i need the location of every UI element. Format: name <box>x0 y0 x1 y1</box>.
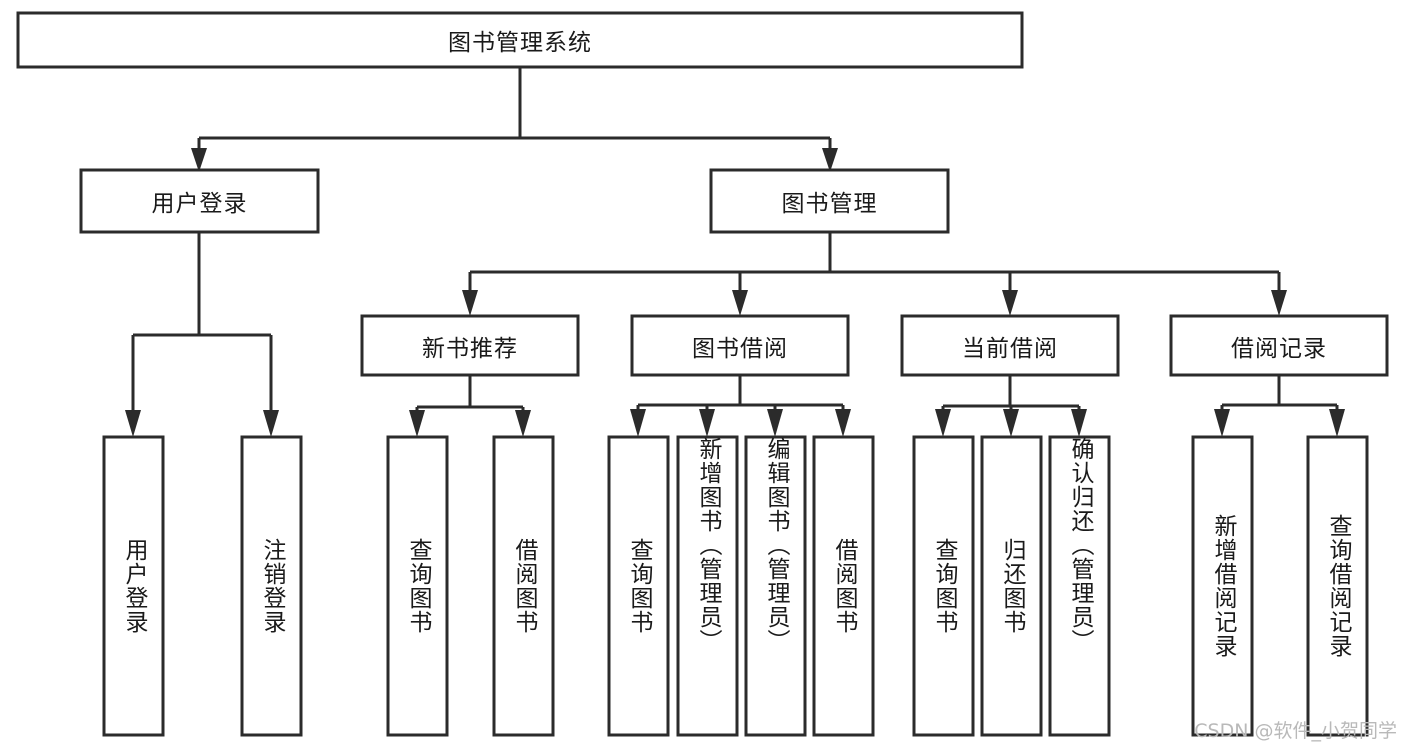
node-box-leaf-query-book-1[interactable] <box>386 435 449 737</box>
arrowhead-leaf-return-book <box>1003 409 1019 437</box>
arrowhead-leaf-borrow-book-1 <box>515 410 531 437</box>
connectors-root-to-level2 <box>191 67 838 172</box>
node-box-leaf-query-borrow-record[interactable] <box>1306 435 1369 737</box>
node-box-borrow-record[interactable] <box>1169 314 1389 377</box>
node-box-leaf-confirm-return-admin[interactable] <box>1048 435 1111 737</box>
arrowhead-book-management <box>822 148 838 172</box>
arrowhead-leaf-confirm-return-admin <box>1071 409 1087 437</box>
node-box-leaf-borrow-book-1[interactable] <box>492 435 555 737</box>
arrowhead-leaf-user-login <box>125 410 141 437</box>
arrowhead-new-book-recommend <box>462 290 478 316</box>
node-box-user-login[interactable] <box>79 168 320 234</box>
connectors-book-management-to-level3 <box>462 232 1287 316</box>
arrowhead-leaf-add-book-admin <box>699 409 715 437</box>
connectors-book-borrow-to-leaves <box>630 375 851 437</box>
connectors-current-borrow-to-leaves <box>935 375 1087 437</box>
node-box-leaf-logout-login[interactable] <box>240 435 303 737</box>
node-box-root[interactable] <box>16 11 1024 69</box>
node-box-book-borrow[interactable] <box>630 314 850 377</box>
node-box-book-management[interactable] <box>709 168 950 234</box>
node-box-leaf-add-borrow-record[interactable] <box>1191 435 1254 737</box>
arrowhead-leaf-logout-login <box>263 410 279 437</box>
node-box-leaf-borrow-book-2[interactable] <box>812 435 875 737</box>
node-box-new-book-recommend[interactable] <box>360 314 580 377</box>
node-box-leaf-user-login[interactable] <box>102 435 165 737</box>
node-box-leaf-edit-book-admin[interactable] <box>744 435 807 737</box>
arrowhead-current-borrow <box>1002 290 1018 316</box>
arrowhead-leaf-query-book-3 <box>935 409 951 437</box>
arrowhead-leaf-query-book-2 <box>630 409 646 437</box>
node-box-leaf-query-book-3[interactable] <box>912 435 975 737</box>
connectors-user-login-to-leaves <box>125 232 279 437</box>
arrowhead-borrow-record <box>1271 290 1287 316</box>
connectors-new-book-recommend-to-leaves <box>409 375 531 437</box>
connectors-borrow-record-to-leaves <box>1214 375 1345 437</box>
arrowhead-book-borrow <box>732 290 748 316</box>
arrowhead-leaf-query-book-1 <box>409 410 425 437</box>
node-box-leaf-add-book-admin[interactable] <box>676 435 739 737</box>
node-box-leaf-query-book-2[interactable] <box>607 435 670 737</box>
node-box-current-borrow[interactable] <box>900 314 1120 377</box>
arrowhead-leaf-query-borrow-record <box>1329 409 1345 437</box>
arrowhead-leaf-borrow-book-2 <box>835 409 851 437</box>
arrowhead-leaf-add-borrow-record <box>1214 409 1230 437</box>
arrowhead-user-login <box>191 148 207 172</box>
arrowhead-leaf-edit-book-admin <box>767 409 783 437</box>
node-box-leaf-return-book[interactable] <box>980 435 1043 737</box>
